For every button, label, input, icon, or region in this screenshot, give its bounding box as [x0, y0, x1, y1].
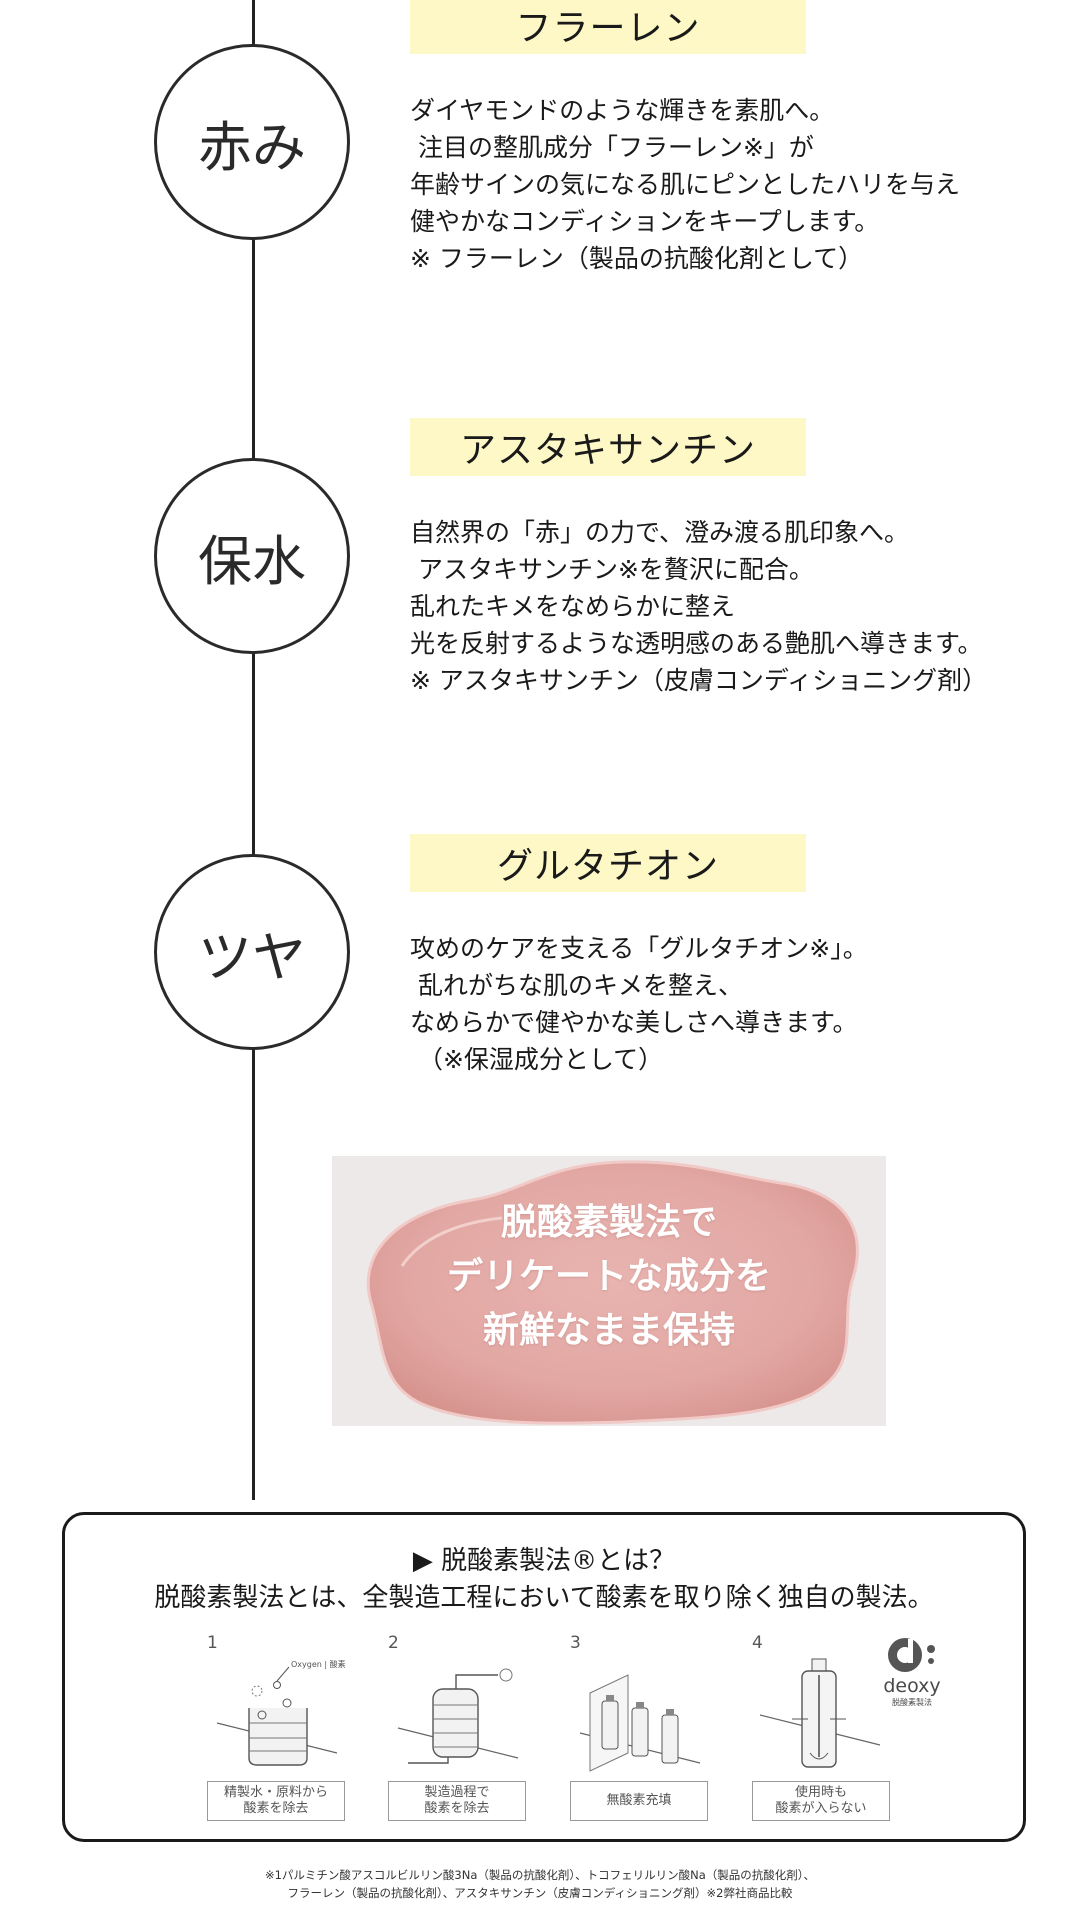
- step-label-line: 酸素を除去: [424, 1801, 490, 1816]
- ingredient-description: 攻めのケアを支える「グルタチオン※」。 乱れがちな肌のキメを整え、 なめらかで健…: [410, 930, 1050, 1078]
- process-step-3: 3 無酸素充填: [570, 1633, 720, 1823]
- step-label: 使用時も 酸素が入らない: [752, 1781, 890, 1821]
- logo-subtext: 脱酸素製法: [892, 1698, 932, 1707]
- description-line: 年齢サインの気になる肌にピンとしたハリを与え: [410, 170, 961, 199]
- photo-caption-line: 新鮮なまま保持: [482, 1310, 735, 1351]
- benefit-circle-label: 保水: [198, 529, 306, 593]
- step-label: 製造過程で 酸素を除去: [388, 1781, 526, 1821]
- step-label-line: 使用時も: [794, 1785, 847, 1800]
- description-line: ※ アスタキサンチン（皮膚コンディショニング剤）: [410, 666, 988, 695]
- benefit-circle-moisture: 保水: [154, 458, 350, 654]
- process-step-1: 1 Oxygen | 酸素 精製水・原料から 酸素を除去: [207, 1633, 357, 1823]
- gel-texture-photo: 脱酸素製法で デリケートな成分を 新鮮なまま保持: [332, 1156, 886, 1426]
- description-line: 注目の整肌成分「フラーレン※」が: [410, 133, 814, 162]
- process-step-4: 4 使用時も 酸素が入らない: [752, 1633, 902, 1823]
- process-step-2: 2 製造過程で 酸素を除去: [388, 1633, 538, 1823]
- description-line: ダイヤモンドのような輝きを素肌へ。: [410, 96, 835, 125]
- pump-bottle-illustration-icon: [759, 1658, 881, 1768]
- step-label-line: 酸素が入らない: [775, 1801, 867, 1816]
- gel-blob-image: [366, 1160, 859, 1425]
- description-line: 健やかなコンディションをキープします。: [410, 207, 880, 236]
- logo-wordmark: deoxy: [883, 1675, 941, 1697]
- step-label-line: 酸素を除去: [243, 1801, 309, 1816]
- description-line: 乱れがちな肌のキメを整え、: [410, 971, 743, 1000]
- description-line: ※ フラーレン（製品の抗酸化剤として）: [410, 244, 864, 273]
- description-line: 乱れたキメをなめらかに整え: [410, 592, 736, 621]
- ingredient-title-astaxanthin: アスタキサンチン: [410, 418, 806, 476]
- oxygen-label: Oxygen | 酸素: [291, 1659, 346, 1669]
- bottles-illustration-icon: [579, 1674, 701, 1772]
- step-number: 4: [752, 1633, 763, 1653]
- deoxy-info-box: ▶ 脱酸素製法®とは？ 脱酸素製法とは、全製造工程において酸素を取り除く独自の製…: [62, 1512, 1026, 1842]
- footnote-line: フラーレン（製品の抗酸化剤）、アスタキサンチン（皮膚コンディショニング剤）※2弊…: [287, 1886, 793, 1900]
- ingredient-description: ダイヤモンドのような輝きを素肌へ。 注目の整肌成分「フラーレン※」が 年齢サイン…: [410, 92, 1050, 277]
- info-heading: ▶ 脱酸素製法®とは？: [412, 1546, 676, 1576]
- description-line: 光を反射するような透明感のある艶肌へ導きます。: [410, 629, 983, 658]
- description-line: なめらかで健やかな美しさへ導きます。: [410, 1008, 858, 1037]
- step-label: 無酸素充填: [570, 1781, 708, 1821]
- description-line: 攻めのケアを支える「グルタチオン※」。: [410, 934, 868, 963]
- description-line: 自然界の「赤」の力で、澄み渡る肌印象へ。: [410, 518, 910, 547]
- info-subheading: 脱酸素製法とは、全製造工程において酸素を取り除く独自の製法。: [154, 1583, 934, 1613]
- deoxy-logo: deoxy 脱酸素製法: [875, 1635, 965, 1715]
- step-number: 1: [207, 1633, 218, 1653]
- ingredient-title-text: フラーレン: [515, 8, 701, 49]
- deoxy-logo-icon: [888, 1638, 935, 1672]
- footnote: ※1パルミチン酸アスコルビルリン酸3Na（製品の抗酸化剤）、トコフェリルリン酸N…: [0, 1866, 1080, 1902]
- footnote-line: ※1パルミチン酸アスコルビルリン酸3Na（製品の抗酸化剤）、トコフェリルリン酸N…: [264, 1868, 816, 1882]
- step-label-line: 無酸素充填: [606, 1793, 672, 1808]
- step-number: 3: [570, 1633, 581, 1653]
- step-number: 2: [388, 1633, 399, 1653]
- ingredient-title-text: アスタキサンチン: [459, 430, 756, 471]
- benefit-circle-label: 赤み: [198, 115, 306, 179]
- tank-illustration-icon: [397, 1668, 519, 1764]
- description-line: アスタキサンチン※を贅沢に配合。: [410, 555, 814, 584]
- photo-caption-line: デリケートな成分を: [446, 1256, 771, 1297]
- ingredient-title-text: グルタチオン: [496, 846, 719, 887]
- ingredient-description: 自然界の「赤」の力で、澄み渡る肌印象へ。 アスタキサンチン※を贅沢に配合。 乱れ…: [410, 514, 1050, 699]
- step-label-line: 製造過程で: [424, 1785, 490, 1800]
- photo-caption: 脱酸素製法で デリケートな成分を 新鮮なまま保持: [332, 1196, 886, 1358]
- beaker-illustration-icon: Oxygen | 酸素: [216, 1659, 346, 1766]
- step-label-line: 精製水・原料から: [223, 1785, 328, 1800]
- ingredient-title-glutathione: グルタチオン: [410, 834, 806, 892]
- ingredient-title-fullerene: フラーレン: [410, 0, 806, 54]
- benefit-circle-redness: 赤み: [154, 44, 350, 240]
- photo-caption-line: 脱酸素製法で: [500, 1202, 717, 1243]
- step-label: 精製水・原料から 酸素を除去: [207, 1781, 345, 1821]
- timeline-line: [252, 0, 255, 1500]
- description-line: （※保湿成分として）: [410, 1045, 664, 1074]
- benefit-circle-gloss: ツヤ: [154, 854, 350, 1050]
- benefit-circle-label: ツヤ: [198, 925, 306, 989]
